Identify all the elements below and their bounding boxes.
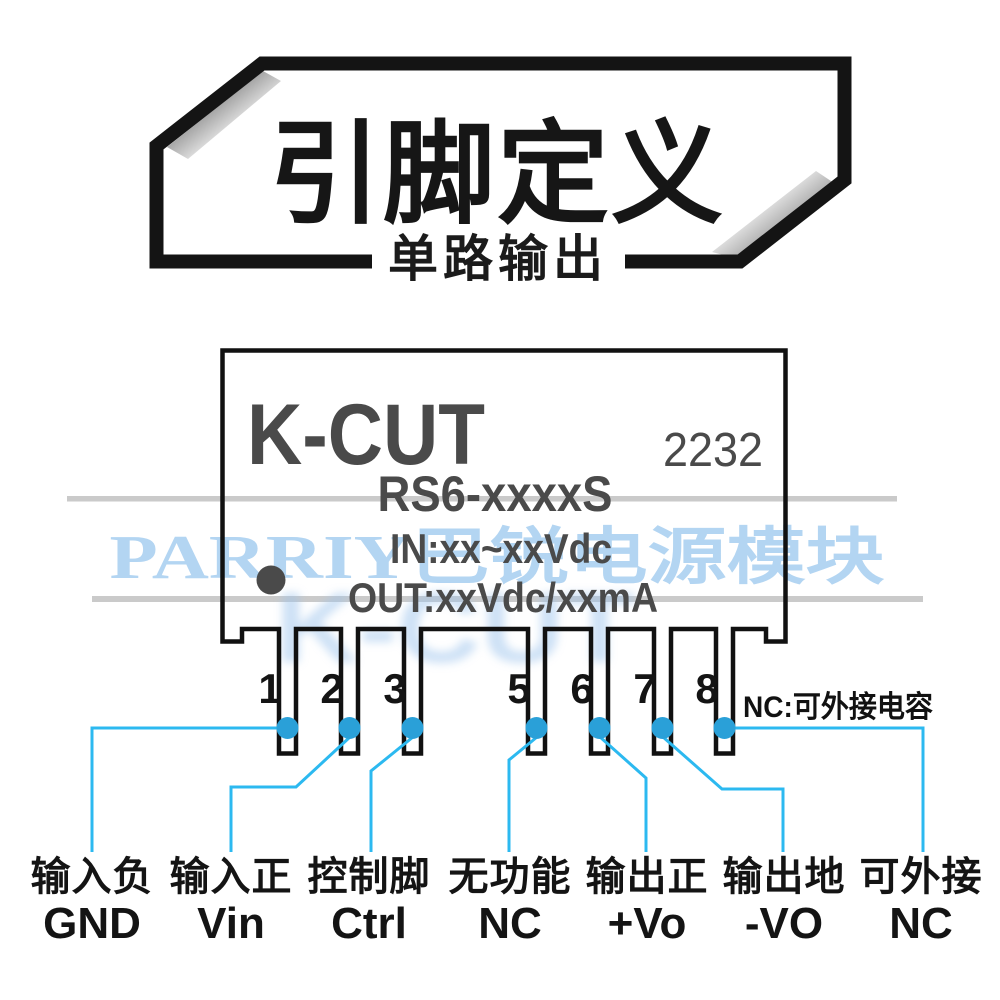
pin-label-cn: 输入负 — [31, 855, 154, 899]
pin-label-cn: 可外接 — [860, 855, 983, 899]
title-banner: 引脚定义 单路输出 — [149, 56, 852, 287]
pin-label-cn: 输出正 — [586, 855, 709, 899]
pin-number: 2 — [320, 665, 343, 712]
pin-label-cn: 无功能 — [449, 855, 572, 899]
pin-number: 1 — [258, 665, 281, 712]
pin-number: 6 — [570, 665, 593, 712]
pin-dot-7 — [651, 717, 674, 739]
leader-line-pin2 — [229, 735, 352, 852]
module-output-spec: OUT:xxVdc/xxmA — [348, 574, 658, 621]
pin-dot-8 — [713, 717, 736, 739]
pin-dot-6 — [588, 717, 611, 739]
pin-label-en: NC — [478, 899, 542, 948]
leader-line-pin6 — [599, 735, 648, 852]
module-body-fill — [222, 350, 786, 754]
pin-dot-1 — [276, 717, 299, 739]
module-brand: K-CUT — [247, 387, 485, 483]
pin1-marker-dot — [256, 565, 286, 595]
pin-number: 5 — [507, 665, 530, 712]
nc-note: NC:可外接电容 — [743, 691, 933, 724]
pin-label-en: GND — [43, 899, 141, 948]
banner-chamfer-shadow-topleft — [167, 71, 281, 159]
watermark-band-top — [67, 496, 897, 502]
pin-label-en: Vin — [197, 899, 265, 948]
pin-labels-cn: 输入负 输入正 控制脚 无功能 输出正 输出地 可外接 — [31, 855, 983, 899]
watermark-band-bottom — [92, 596, 923, 602]
pin-dots — [276, 717, 736, 739]
pin-label-cn: 输入正 — [170, 855, 293, 899]
pin-label-en: +Vo — [608, 899, 687, 948]
leader-line-pin1 — [90, 726, 287, 852]
pin-label-en: Ctrl — [331, 899, 407, 948]
module-date-code: 2232 — [663, 424, 763, 477]
leader-line-pin3 — [369, 735, 414, 852]
leader-line-pin5 — [507, 735, 538, 852]
banner-border — [149, 56, 852, 269]
pin-label-cn: 输出地 — [723, 855, 846, 899]
banner-subtitle: 单路输出 — [388, 231, 608, 287]
leader-line-pin7 — [662, 735, 785, 852]
pin-label-cn: 控制脚 — [308, 855, 431, 899]
pin-dot-3 — [401, 717, 424, 739]
pin-numbers: 1 2 3 5 6 7 8 — [258, 665, 718, 712]
module-outline — [220, 348, 788, 756]
module-model: RS6-xxxxS — [378, 466, 613, 522]
leader-line-pin8 — [725, 726, 925, 852]
module-printing: K-CUT 2232 RS6-xxxxS IN:xx~xxVdc OUT:xxV… — [247, 387, 763, 621]
pin-labels-en: GND Vin Ctrl NC +Vo -VO NC — [43, 899, 953, 948]
banner-title: 引脚定义 — [269, 112, 725, 237]
leader-lines — [90, 726, 925, 852]
pin-label-en: NC — [889, 899, 953, 948]
module-input-spec: IN:xx~xxVdc — [390, 525, 612, 572]
pin-label-en: -VO — [745, 899, 823, 948]
pin-number: 3 — [383, 665, 406, 712]
pin-number: 7 — [633, 665, 656, 712]
pin-dot-2 — [338, 717, 361, 739]
pin-number: 8 — [695, 665, 718, 712]
banner-chamfer-shadow-bottomright — [712, 171, 837, 260]
watermark-text: PARRIY巴锐电源模块 — [110, 523, 885, 592]
pin-dot-5 — [525, 717, 548, 739]
